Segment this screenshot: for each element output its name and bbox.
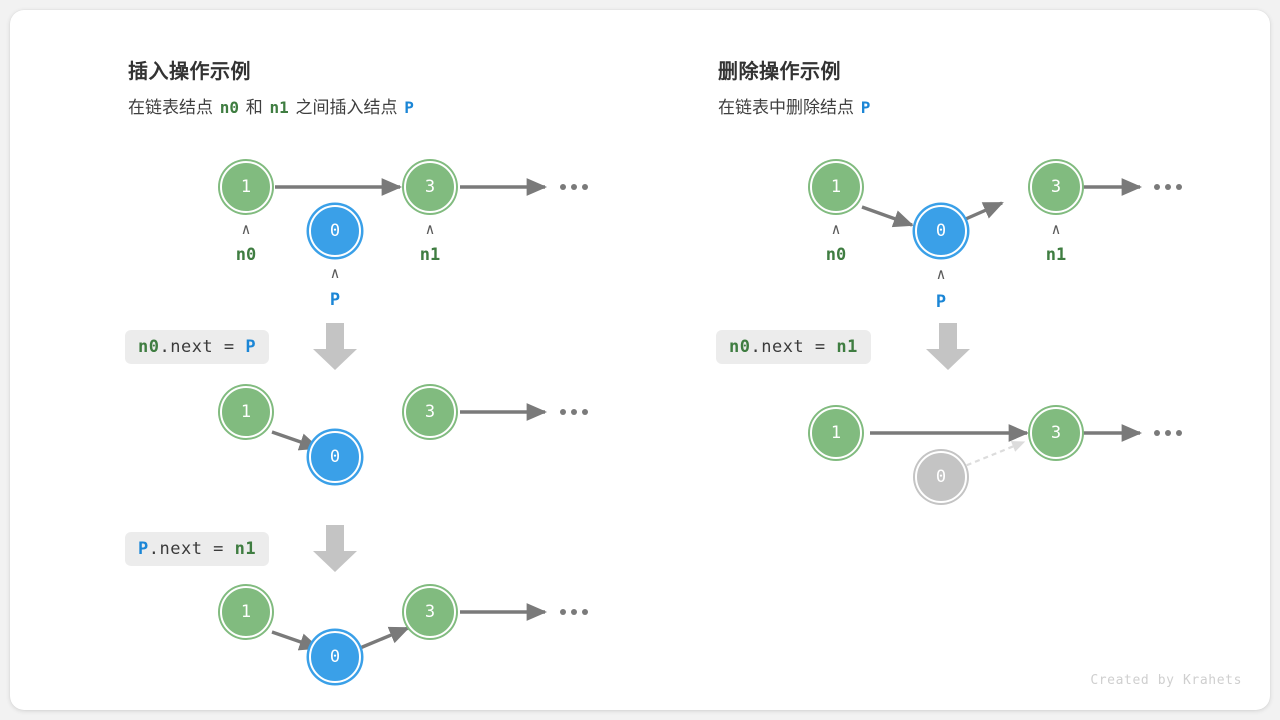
node-n0-delete-step2: 1 [810, 407, 862, 459]
node-value: 3 [424, 177, 436, 197]
subtitle-token-n0: n0 [219, 98, 239, 117]
node-n1-insert-step3: 3 [404, 586, 456, 638]
code-target: n0 [138, 337, 160, 357]
caret-icon-n0-delete: ∧ [831, 220, 841, 238]
caret-icon-n0-insert: ∧ [241, 220, 251, 238]
code-value: n1 [836, 337, 858, 357]
down-arrow-icon-insert-1 [313, 323, 357, 370]
caret-icon-p-insert: ∧ [330, 264, 340, 282]
node-value: 3 [1050, 423, 1062, 443]
subtitle-text-3: 之间插入结点 [295, 98, 398, 117]
node-n0-insert-step3: 1 [220, 586, 272, 638]
subtitle-token-n1: n1 [269, 98, 289, 117]
delete-panel-title: 删除操作示例 [718, 61, 841, 83]
node-value: 0 [329, 447, 341, 467]
node-n1-insert-step2: 3 [404, 386, 456, 438]
code-middle: .next = [750, 337, 837, 357]
node-p-delete-step1: 0 [915, 205, 967, 257]
node-value: 0 [935, 221, 947, 241]
panel-insert: 插入操作示例 在链表结点 n0 和 n1 之间插入结点 P [10, 10, 640, 710]
down-arrow-icon-delete-1 [926, 323, 970, 370]
code-middle: .next = [148, 539, 235, 559]
node-n0-delete-step1: 1 [810, 161, 862, 213]
node-n1-insert-step1: 3 [404, 161, 456, 213]
pointer-label-n0-delete: n0 [825, 245, 847, 265]
subtitle-text-1: 在链表结点 [128, 98, 213, 117]
node-n1-delete-step1: 3 [1030, 161, 1082, 213]
node-p-insert-step3: 0 [309, 631, 361, 683]
code-target: n0 [729, 337, 751, 357]
node-value: 0 [935, 467, 947, 487]
node-p-insert-step2: 0 [309, 431, 361, 483]
ellipsis-insert-step2 [560, 409, 588, 415]
insert-panel-title: 插入操作示例 [128, 61, 251, 83]
node-value: 1 [830, 423, 842, 443]
down-arrow-icon-insert-2 [313, 525, 357, 572]
node-value: 3 [1050, 177, 1062, 197]
caret-icon-p-delete: ∧ [936, 265, 946, 283]
caret-icon-n1-insert: ∧ [425, 220, 435, 238]
code-value: P [245, 337, 257, 357]
pointer-label-p-delete: P [935, 292, 947, 312]
pointer-label-p-insert: P [329, 290, 341, 310]
node-n1-delete-step2: 3 [1030, 407, 1082, 459]
insert-panel-subtitle: 在链表结点 n0 和 n1 之间插入结点 P [128, 93, 416, 118]
pointer-label-n1-delete: n1 [1045, 245, 1067, 265]
node-n0-insert-step2: 1 [220, 386, 272, 438]
node-value: 0 [329, 647, 341, 667]
node-value: 3 [424, 602, 436, 622]
node-p-insert-step1: 0 [309, 205, 361, 257]
code-middle: .next = [159, 337, 246, 357]
pointer-label-n1-insert: n1 [419, 245, 441, 265]
caret-icon-n1-delete: ∧ [1051, 220, 1061, 238]
node-value: 1 [240, 402, 252, 422]
node-value: 1 [830, 177, 842, 197]
diagram-card: 插入操作示例 在链表结点 n0 和 n1 之间插入结点 P [10, 10, 1270, 710]
node-value: 0 [329, 221, 341, 241]
node-value: 1 [240, 602, 252, 622]
ellipsis-delete-step1 [1154, 184, 1182, 190]
code-chip-insert-step2: n0.next = P [125, 330, 270, 364]
code-target: P [138, 539, 149, 559]
panel-delete: 删除操作示例 在链表中删除结点 P 1 [640, 10, 1270, 710]
footer-credit: Created by Krahets [1090, 673, 1242, 688]
ellipsis-insert-step3 [560, 609, 588, 615]
subtitle-token-p: P [860, 98, 871, 117]
delete-panel-subtitle: 在链表中删除结点 P [718, 93, 872, 118]
code-chip-delete-step2: n0.next = n1 [716, 330, 871, 364]
node-deleted-delete-step2: 0 [915, 451, 967, 503]
ellipsis-insert-step1 [560, 184, 588, 190]
code-chip-insert-step3: P.next = n1 [125, 532, 270, 566]
subtitle-token-p: P [404, 98, 414, 117]
subtitle-text-1: 在链表中删除结点 [718, 98, 854, 117]
subtitle-text-2: 和 [245, 98, 263, 117]
node-value: 1 [240, 177, 252, 197]
pointer-label-n0-insert: n0 [235, 245, 257, 265]
code-value: n1 [234, 539, 257, 559]
node-n0-insert-step1: 1 [220, 161, 272, 213]
ellipsis-delete-step2 [1154, 430, 1182, 436]
node-value: 3 [424, 402, 436, 422]
